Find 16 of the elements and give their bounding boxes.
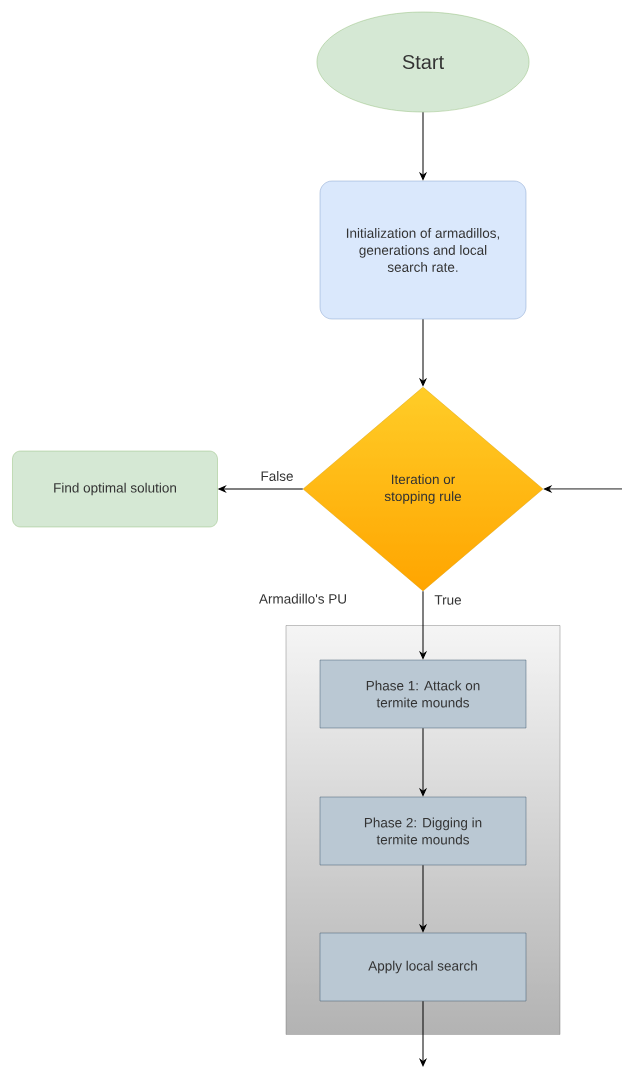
arrow: [419, 590, 427, 660]
panel-title: Armadillo's PU: [259, 593, 346, 604]
arrow: [419, 1000, 427, 1067]
edge-label: True: [433, 594, 463, 606]
arrow: [419, 864, 427, 933]
end-box: Find optimal solution: [12, 450, 218, 528]
arrow: [419, 111, 427, 181]
arrow: [419, 318, 427, 387]
phase-box: Phase 2: Digging in termite mounds: [319, 796, 527, 866]
process-box: Initialization of armadillos, generations and local search rate.: [319, 180, 527, 320]
arrow: [218, 485, 304, 493]
arrow: [543, 485, 622, 493]
phase-box: Apply local search: [319, 932, 527, 1002]
edge-label: False: [259, 470, 295, 482]
arrow: [419, 727, 427, 797]
phase-box: Phase 1: Attack on termite mounds: [319, 659, 527, 729]
